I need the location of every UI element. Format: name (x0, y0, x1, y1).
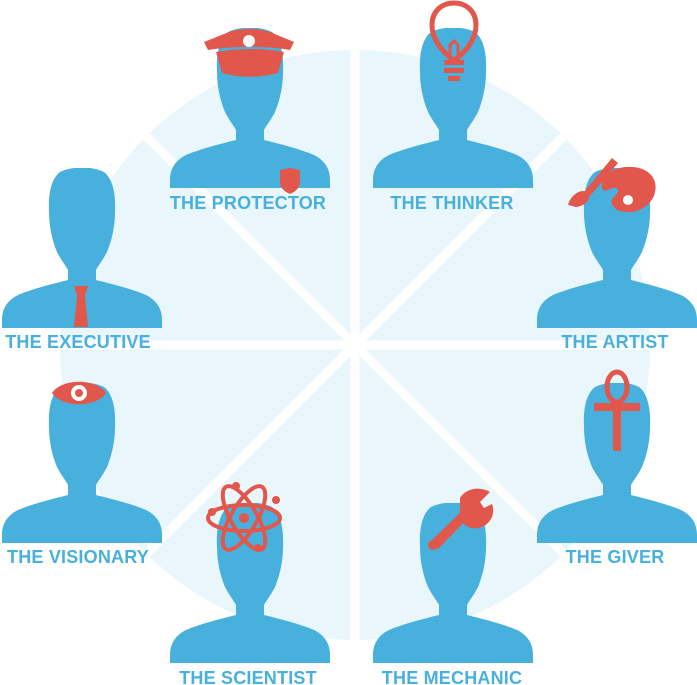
persona-mechanic: THE MECHANIC (373, 488, 533, 685)
necktie-icon (74, 286, 88, 327)
persona-label: THE ARTIST (561, 332, 668, 352)
persona-label: THE MECHANIC (382, 668, 522, 685)
atom-icon (206, 482, 282, 552)
persona-label: THE EXECUTIVE (5, 332, 151, 352)
persona-label: THE VISIONARY (7, 547, 149, 567)
persona-protector: THE PROTECTOR (170, 28, 330, 213)
light-bulb-icon (429, 0, 479, 81)
persona-scientist: THE SCIENTIST (170, 482, 330, 685)
persona-thinker: THE THINKER (373, 0, 533, 213)
persona-label: THE GIVER (566, 547, 665, 567)
persona-giver: THE GIVER (537, 369, 697, 567)
paint-palette-icon (568, 158, 656, 213)
persona-label: THE THINKER (390, 193, 513, 213)
persona-artist: THE ARTIST (537, 158, 697, 352)
police-cap-icon (204, 29, 300, 194)
persona-label: THE SCIENTIST (179, 668, 317, 685)
eye-icon (52, 381, 106, 405)
persona-label: THE PROTECTOR (170, 193, 326, 213)
persona-visionary: THE VISIONARY (2, 381, 162, 567)
wheel-dividers (40, 40, 670, 650)
ankh-icon (594, 369, 640, 451)
persona-executive: THE EXECUTIVE (2, 168, 162, 352)
wrench-icon (428, 488, 494, 550)
